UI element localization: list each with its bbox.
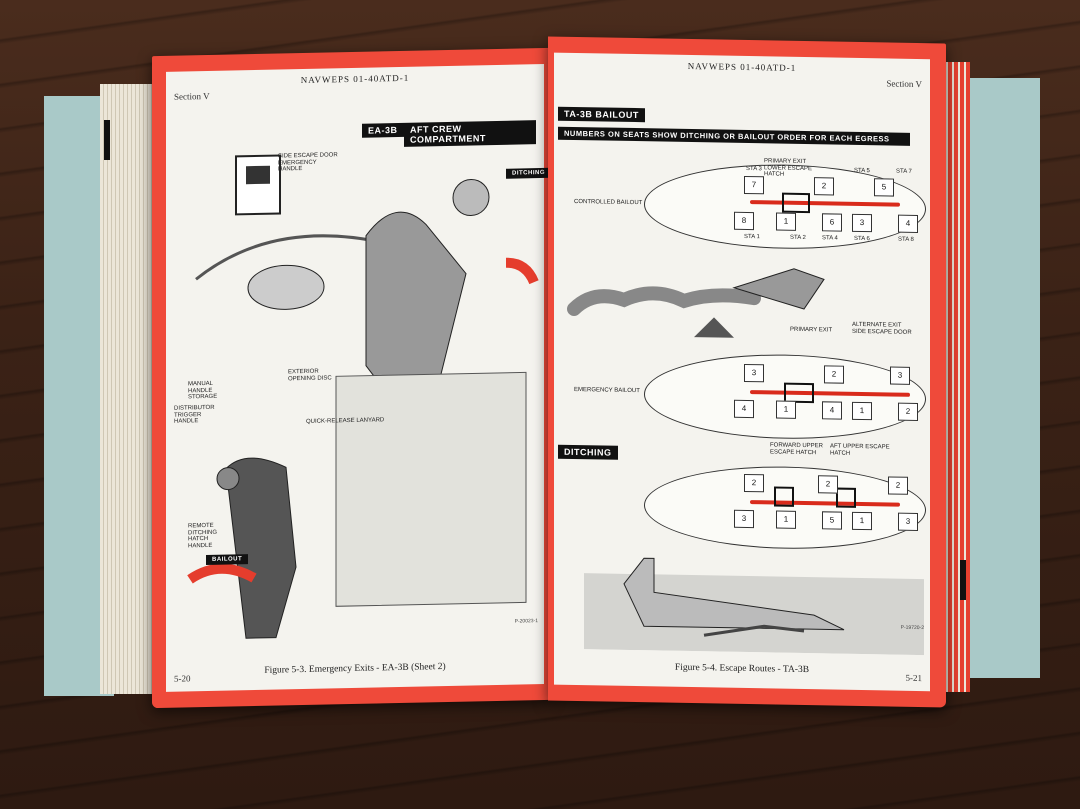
controlled-bailout-label: CONTROLLED BAILOUT: [574, 198, 643, 207]
exterior-opening-disc: [247, 264, 325, 310]
smoke-trail: [567, 286, 761, 316]
seat: 2: [814, 177, 834, 196]
bailout-arrow: [187, 563, 257, 584]
aircraft-icon: [732, 268, 825, 310]
seat: 3: [852, 213, 872, 233]
ditching-title: DITCHING: [558, 444, 618, 460]
emergency-bailout-label: EMERGENCY BAILOUT: [574, 386, 640, 395]
station-label: STA 8: [898, 236, 914, 243]
side-escape-label: SIDE ESCAPE DOOR EMERGENCY HANDLE: [278, 152, 338, 173]
crewman-figure: [225, 457, 297, 639]
figure-caption: Figure 5-4. Escape Routes - TA-3B: [674, 662, 810, 676]
crew-compartment-illustration: [187, 154, 539, 639]
trigger-handle-label: DISTRIBUTOR TRIGGER HANDLE: [174, 404, 215, 425]
compartment-interior: [335, 371, 527, 607]
aft-hatch-label: AFT UPPER ESCAPE HATCH: [830, 443, 890, 457]
manual-handle-label: MANUAL HANDLE STORAGE: [188, 380, 218, 401]
aircraft-icon: [623, 557, 845, 631]
seat-row-lower: 8 1 6 3 4: [734, 211, 918, 233]
seat: 7: [744, 175, 764, 195]
station-label: STA 2: [790, 234, 806, 242]
seat: 3: [734, 509, 754, 529]
seat: 5: [874, 178, 894, 197]
escape-handle-inset: [235, 154, 281, 216]
ditching-aircraft-illustration: [584, 557, 924, 656]
seat-row-lower: 4 1 4 1 2: [734, 399, 918, 421]
seat: 2: [824, 365, 844, 384]
seat: 6: [822, 213, 842, 232]
seat: 1: [852, 511, 872, 531]
seat: 1: [852, 401, 872, 421]
exterior-disc-label: EXTERIOR OPENING DISC: [288, 368, 332, 382]
seat: 4: [734, 399, 754, 419]
aircraft-label: EA-3B: [362, 122, 404, 138]
print-number: P-19720-2: [900, 624, 924, 632]
figure-title: TA-3B BAILOUT: [558, 106, 645, 123]
section-label: Section V: [886, 78, 922, 90]
wing: [703, 624, 805, 637]
seat-row-upper: 7 2 5: [744, 175, 894, 197]
primary-exit-hatch: [782, 192, 810, 214]
print-number: P-20023-1: [514, 618, 538, 625]
seat: 3: [898, 512, 918, 531]
page-number: 5-20: [174, 673, 191, 684]
bailout-tag: BAILOUT: [206, 554, 249, 566]
seat: 1: [776, 400, 796, 419]
station-label: STA 1: [744, 233, 760, 241]
seat: 4: [822, 401, 842, 420]
seat-row-upper: 2 2 2: [744, 473, 908, 495]
escape-arrow: [694, 317, 734, 338]
left-page-stack: [100, 84, 160, 694]
seat: 3: [744, 363, 764, 383]
seat: 2: [898, 402, 918, 421]
helmet: [216, 467, 240, 491]
seat-row-lower: 3 1 5 1 3: [734, 509, 918, 531]
left-page-paper: NAVWEPS 01-40ATD-1 Section V EA-3B AFT C…: [166, 63, 551, 692]
figure-subtitle: NUMBERS ON SEATS SHOW DITCHING OR BAILOU…: [558, 126, 910, 146]
right-page-paper: NAVWEPS 01-40ATD-1 Section V TA-3B BAILO…: [554, 52, 930, 692]
left-page: NAVWEPS 01-40ATD-1 Section V EA-3B AFT C…: [152, 47, 551, 709]
station-label: STA 5: [854, 167, 870, 175]
ditching-arrow: [505, 257, 539, 285]
alternate-exit-label: ALTERNATE EXIT SIDE ESCAPE DOOR: [852, 321, 912, 336]
station-label: STA 6: [854, 235, 870, 243]
station-label: STA 4: [822, 235, 838, 242]
bailout-aircraft-illustration: [567, 268, 825, 338]
seat: 2: [818, 475, 838, 494]
section-label: Section V: [174, 90, 210, 102]
forward-hatch-label: FORWARD UPPER ESCAPE HATCH: [770, 442, 824, 456]
seat-row-upper: 3 2 3: [744, 363, 910, 385]
index-tab-mark: [104, 120, 110, 160]
seat: 1: [776, 212, 796, 231]
primary-exit-label: PRIMARY EXIT: [790, 326, 833, 334]
station-label: STA 7: [896, 168, 912, 175]
remote-hatch-label: REMOTE DITCHING HATCH HANDLE: [188, 522, 217, 550]
helmet: [452, 178, 490, 216]
seat: 4: [898, 214, 918, 233]
station-label: STA 3: [746, 165, 762, 173]
ditching-tag: DITCHING: [506, 167, 551, 179]
right-page: NAVWEPS 01-40ATD-1 Section V TA-3B BAILO…: [548, 36, 946, 708]
page-number: 5-21: [905, 672, 923, 684]
index-tab-mark: [960, 560, 966, 600]
seat: 2: [888, 476, 908, 495]
seat: 2: [744, 473, 764, 493]
seat: 3: [890, 366, 910, 385]
seat: 1: [776, 510, 796, 529]
seat: 5: [822, 511, 842, 530]
handle-icon: [246, 165, 270, 185]
seat: 8: [734, 211, 754, 231]
page-header: NAVWEPS 01-40ATD-1: [300, 72, 410, 86]
page-header: NAVWEPS 01-40ATD-1: [687, 60, 797, 73]
